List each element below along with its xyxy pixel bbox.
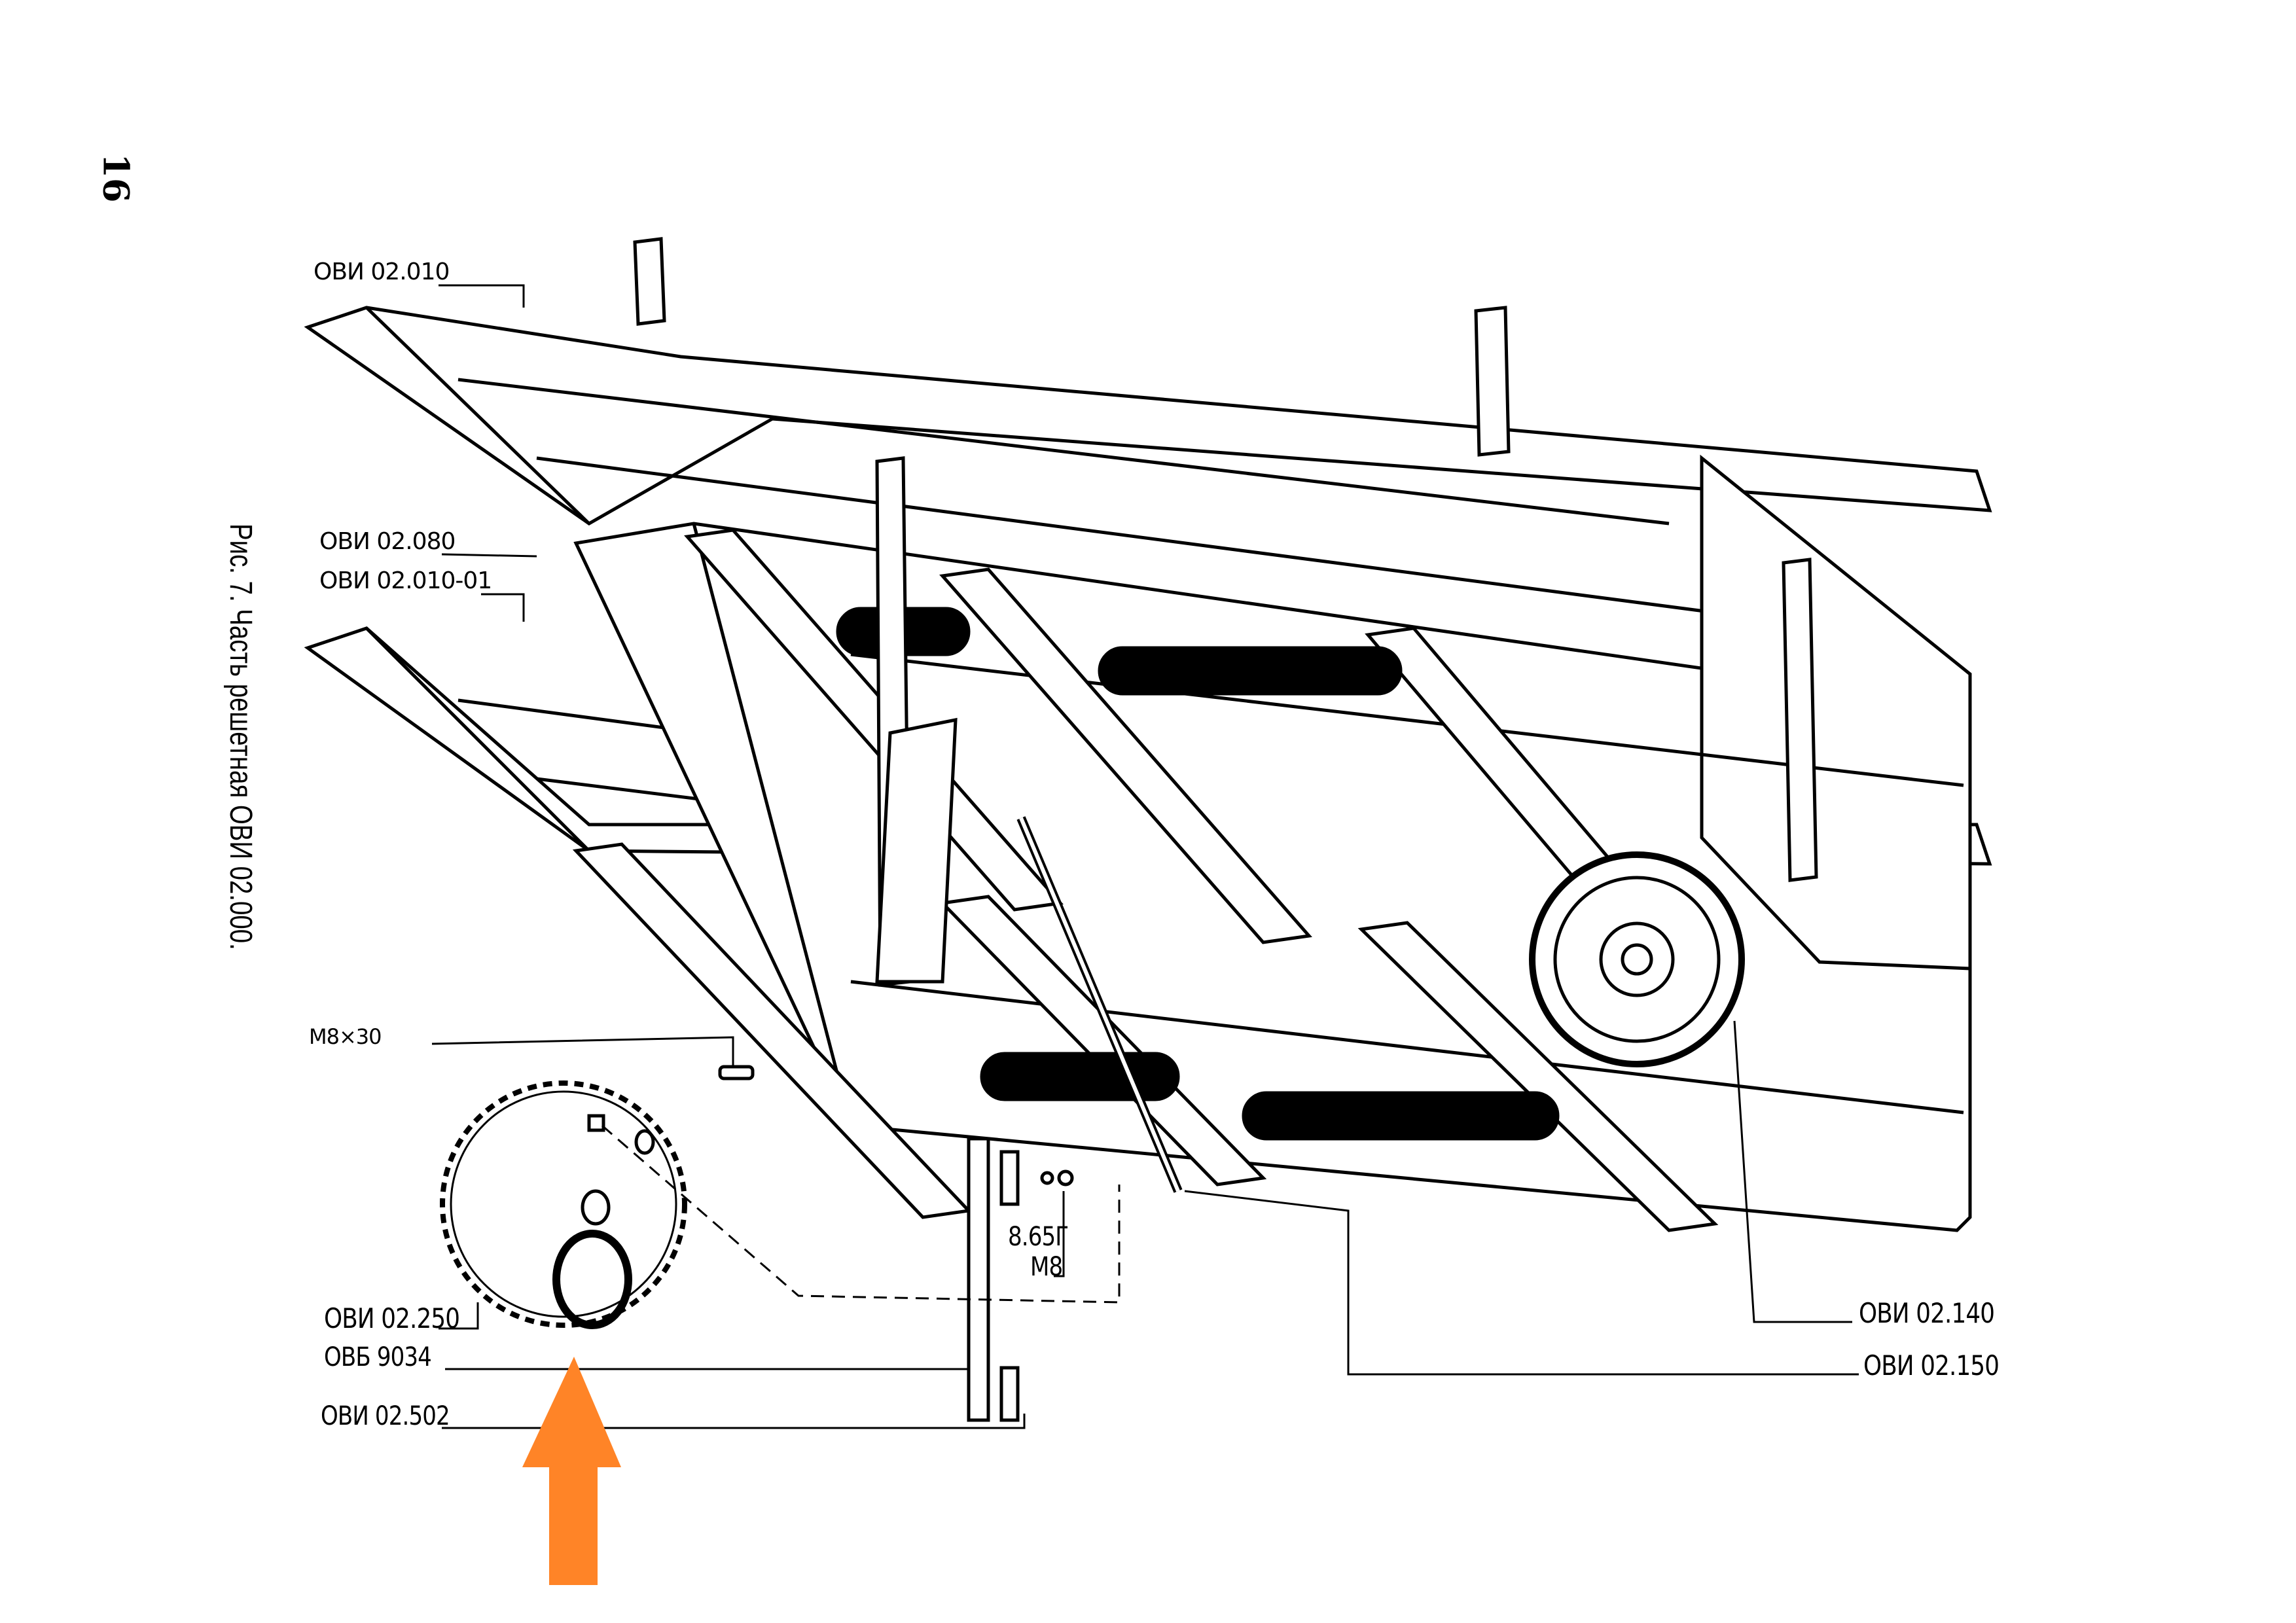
leader-lines <box>431 284 1859 1429</box>
main-body <box>572 454 1972 1232</box>
label-ovi-02-010-01: ОВИ 02.010-01 <box>319 567 492 594</box>
arrow-up-icon <box>522 1357 621 1585</box>
label-nut-m8: М8 <box>1030 1252 1063 1282</box>
label-ovi-02-250: ОВИ 02.250 <box>324 1302 460 1334</box>
page-number: 16 <box>95 153 137 203</box>
label-ovi-02-010: ОВИ 02.010 <box>314 259 450 285</box>
label-ovi-02-502: ОВИ 02.502 <box>321 1401 450 1431</box>
label-ovb-9034: ОВБ 9034 <box>324 1342 432 1372</box>
label-washer-865g: 8.65Г <box>1008 1222 1069 1252</box>
label-ovi-02-080: ОВИ 02.080 <box>319 528 456 555</box>
label-ovi-02-150: ОВИ 02.150 <box>1863 1349 2000 1382</box>
label-m8x30: М8×30 <box>309 1024 382 1049</box>
pulley <box>1529 851 1745 1067</box>
figure-caption: Рис. 7. Часть решетная ОВИ 02.000. <box>223 524 258 950</box>
label-ovi-02-140: ОВИ 02.140 <box>1859 1297 1995 1329</box>
upper-sieve-frame <box>304 237 1992 617</box>
sprocket <box>440 1065 755 1329</box>
bracket-plates <box>967 1137 1074 1422</box>
